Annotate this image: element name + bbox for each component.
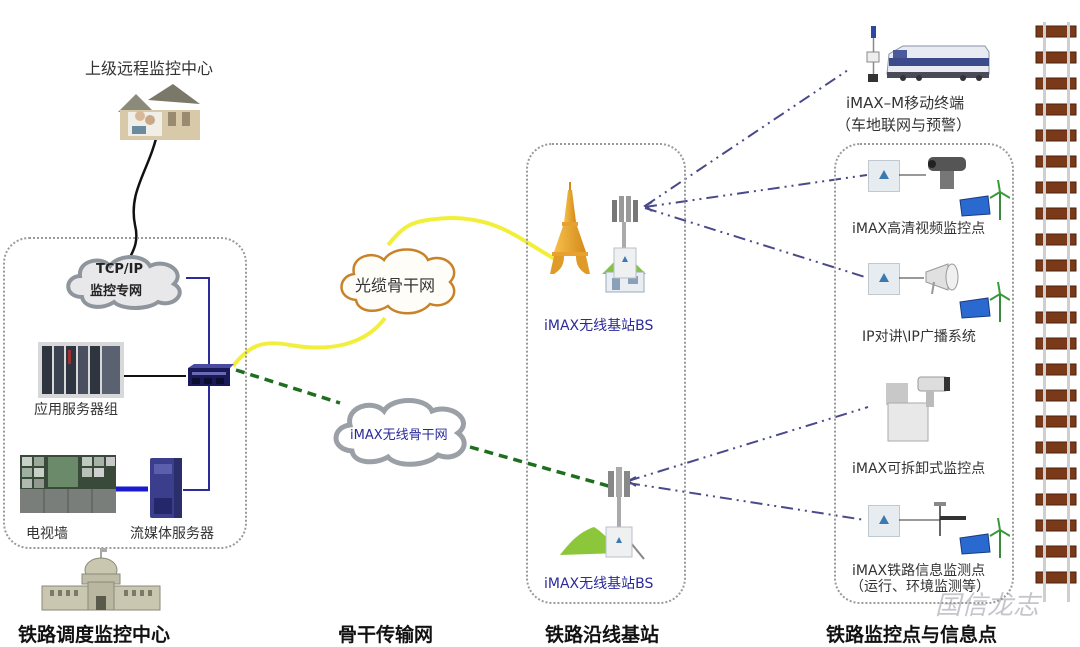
stream-server-label: 流媒体服务器 [130,526,214,542]
railway-tie [1035,311,1077,324]
railway-tie [1035,233,1077,246]
app-server-rack-icon [38,342,124,398]
railway-rail [1067,22,1070,602]
section-title-monitor-points: 铁路监控点与信息点 [826,624,998,646]
hd-video-label: iMAX高清视频监控点 [852,221,986,237]
railway-tie [1035,389,1077,402]
monitor-points-box [834,143,1014,604]
railway-tie [1035,103,1077,116]
railway-tie [1035,415,1077,428]
railway-tie [1035,441,1077,454]
mobile-terminal-label-line1: iMAX–M移动终端 [846,94,965,112]
loudspeaker-icon [925,263,959,295]
imax-logo-icon [879,273,889,282]
railway-tie [1035,285,1077,298]
radio-link-broadcast [644,207,866,278]
video-wall-label: 电视墙 [26,526,68,542]
remote-center-house-icon [118,84,200,140]
base-station-upper-label: iMAX无线基站BS [544,318,654,334]
radio-link-train [644,69,849,207]
railway-tie [1035,181,1077,194]
railway-tie [1035,25,1077,38]
tcpip-cloud-label-line1: TCP/IP [96,262,144,277]
ptz-camera-icon [928,157,966,189]
info-point-label-line1: iMAX铁路信息监测点 [852,563,986,579]
section-title-backbone: 骨干传输网 [338,624,434,646]
dispatch-center-box [3,237,247,549]
video-wall-icon [20,455,116,513]
wireless-backbone-cloud-icon [333,398,467,467]
train-icon [886,45,990,81]
section-title-dispatch-center: 铁路调度监控中心 [18,624,171,646]
railway-tie [1035,77,1077,90]
base-station-lower-label: iMAX无线基站BS [544,576,654,592]
railway-tie [1035,519,1077,532]
solar-wind-power-icon [959,518,1010,558]
wireless-backbone-link [235,368,613,489]
base-station-upper-icon [602,196,646,293]
stream-server-icon [150,458,182,518]
railway-tie [1035,129,1077,142]
mobile-terminal-icon [866,26,880,82]
weather-sensor-icon [934,502,966,536]
railway-track [1035,22,1077,602]
solar-wind-power-icon [959,180,1010,220]
base-station-lower-icon [560,467,645,560]
mobile-terminal-label-line2: （车地联网与预警） [836,116,972,134]
info-point-label-line2: （运行、环境监测等） [850,579,990,595]
detachable-monitor-icon [886,376,950,442]
broadcast-cpe-box [868,263,900,295]
railway-tie [1035,207,1077,220]
railway-tie [1035,259,1077,272]
remote-cable-line [126,129,160,263]
network-switch-icon [188,364,234,386]
dispatch-center-building-icon [41,548,161,611]
railway-tie [1035,363,1077,376]
tcpip-cloud-icon [66,255,182,310]
railway-tie [1035,571,1077,584]
tcpip-cloud-label-line2: 监控专网 [90,284,143,299]
radio-link-info-point [627,482,866,521]
railway-tie [1035,155,1077,168]
wireless-backbone-cloud-label: iMAX无线骨干网 [350,428,448,443]
detachable-label: iMAX可拆卸式监控点 [852,461,986,477]
railway-rail [1043,22,1046,602]
imax-logo-icon [879,515,889,524]
railway-tie [1035,467,1077,480]
info-point-cpe-box [868,505,900,537]
fiber-link [231,215,561,368]
section-title-base-stations: 铁路沿线基站 [545,624,660,646]
remote-center-label: 上级远程监控中心 [85,59,214,78]
fiber-backbone-cloud-label: 光缆骨干网 [355,276,436,295]
base-station-box [526,143,686,604]
railway-tie [1035,493,1077,506]
radio-link-hd-video [644,174,868,208]
solar-wind-power-icon [959,282,1010,322]
ip-broadcast-label: IP对讲\IP广播系统 [862,329,976,345]
railway-tie [1035,545,1077,558]
imax-logo-icon [879,170,889,179]
eiffel-tower-icon [550,182,590,274]
fiber-backbone-cloud-icon [340,248,456,315]
radio-link-detachable [627,406,869,482]
railway-tie [1035,51,1077,64]
app-servers-label: 应用服务器组 [34,402,118,418]
watermark-label: 国信龙志 [935,591,1040,621]
railway-tie [1035,337,1077,350]
hd-video-cpe-box [868,160,900,192]
